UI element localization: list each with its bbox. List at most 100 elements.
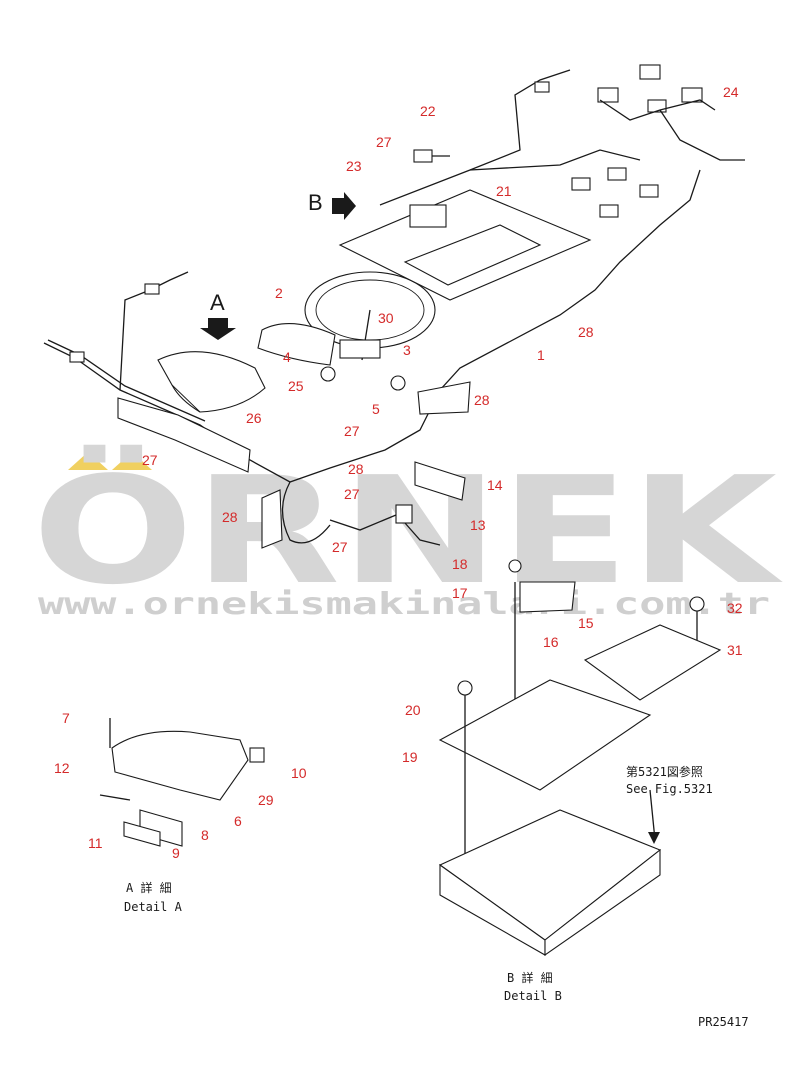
callout-9: 9 [172, 845, 180, 861]
relay [597, 87, 619, 103]
callout-32: 32 [727, 600, 743, 616]
callout-4: 4 [283, 349, 291, 365]
view-marker-a: A [210, 290, 225, 315]
callout-1: 1 [537, 347, 545, 363]
watermark: ÖRNEK www.ornekismakinalari.com.tr [32, 444, 784, 622]
see-fig-leader [649, 789, 656, 841]
callout-18: 18 [452, 556, 468, 572]
callout-17: 17 [452, 585, 468, 601]
callout-15: 15 [578, 615, 594, 631]
part-10 [249, 747, 265, 763]
view-arrow-b [332, 192, 356, 220]
main-harness-assembly [43, 169, 701, 549]
connector-13 [395, 504, 413, 524]
callout-31: 31 [727, 642, 743, 658]
callout-21: 21 [496, 183, 512, 199]
watermark-url: www.ornekismakinalari.com.tr [38, 587, 770, 622]
relay [639, 64, 661, 80]
callout-23: 23 [346, 158, 362, 174]
view-arrow-a [200, 318, 236, 340]
callout-27: 27 [344, 486, 360, 502]
relay-block-23 [409, 204, 447, 228]
controller-panel [338, 64, 745, 301]
plate-19 [438, 679, 652, 791]
callout-27: 27 [332, 539, 348, 555]
callout-28: 28 [222, 509, 238, 525]
bolt-22-head [413, 149, 433, 163]
callout-27: 27 [344, 423, 360, 439]
controller-21 [403, 224, 542, 286]
relay [639, 184, 659, 198]
view-markers: A B [200, 190, 356, 340]
harness-cover-27 [117, 397, 251, 473]
box-top [438, 809, 662, 941]
callout-28: 28 [474, 392, 490, 408]
watermark-accent-right [112, 452, 152, 470]
callout-7: 7 [62, 710, 70, 726]
callout-30: 30 [378, 310, 394, 326]
callout-29: 29 [258, 792, 274, 808]
callout-20: 20 [405, 702, 421, 718]
callout-layer: 1234567891011121314151617181920212223242… [54, 84, 743, 861]
part-9 [123, 821, 161, 847]
callout-8: 8 [201, 827, 209, 843]
callout-6: 6 [234, 813, 242, 829]
see-fig-caption-jp: 第5321図参照 [626, 764, 703, 779]
box-26 [157, 351, 266, 413]
callout-5: 5 [372, 401, 380, 417]
bracket-14 [414, 461, 466, 501]
controller-31 [583, 624, 722, 701]
see-fig-caption-en: See Fig.5321 [626, 782, 713, 796]
callout-12: 12 [54, 760, 70, 776]
bolt-20 [457, 680, 473, 696]
watermark-accent-left [68, 452, 108, 470]
callout-13: 13 [470, 517, 486, 533]
part-25 [320, 366, 336, 382]
see-fig-arrow [648, 832, 660, 844]
callout-28: 28 [578, 324, 594, 340]
callout-16: 16 [543, 634, 559, 650]
cover-4 [257, 323, 336, 366]
watermark-brand: ÖRNEK [32, 444, 784, 617]
callout-22: 22 [420, 103, 436, 119]
callout-14: 14 [487, 477, 503, 493]
callout-19: 19 [402, 749, 418, 765]
switch-3 [339, 339, 381, 359]
relay [599, 204, 619, 218]
callout-28: 28 [348, 461, 364, 477]
bolt-32-head [689, 596, 705, 612]
captions: A 詳 細 Detail A B 詳 細 Detail B 第5321図参照 S… [124, 764, 749, 1029]
harness-cover-28 [417, 381, 471, 415]
relay [607, 167, 627, 181]
part-5 [390, 375, 406, 391]
box-side-right [544, 848, 661, 957]
callout-10: 10 [291, 765, 307, 781]
view-marker-b: B [308, 190, 323, 215]
connector [144, 283, 160, 295]
detail-b-caption-en: Detail B [504, 989, 562, 1003]
callout-2: 2 [275, 285, 283, 301]
relay-block-15 [519, 581, 576, 613]
relay [571, 177, 591, 191]
callout-25: 25 [288, 378, 304, 394]
lamp-11 [99, 794, 131, 801]
callout-24: 24 [723, 84, 739, 100]
callout-27: 27 [376, 134, 392, 150]
detail-b [438, 559, 722, 957]
cover-6 [111, 730, 249, 801]
callout-27: 27 [142, 452, 158, 468]
callout-11: 11 [88, 835, 103, 851]
callout-26: 26 [246, 410, 262, 426]
harness-cover-28-lower [261, 489, 283, 549]
callout-3: 3 [403, 342, 411, 358]
detail-a [99, 718, 265, 847]
detail-b-caption-jp: B 詳 細 [507, 970, 553, 985]
detail-a-caption-jp: A 詳 細 [126, 880, 172, 895]
screw-18 [508, 559, 522, 573]
drawing-code: PR25417 [698, 1015, 749, 1029]
detail-a-caption-en: Detail A [124, 900, 183, 914]
connector [534, 81, 550, 93]
connector [69, 351, 85, 363]
relay [647, 99, 667, 113]
